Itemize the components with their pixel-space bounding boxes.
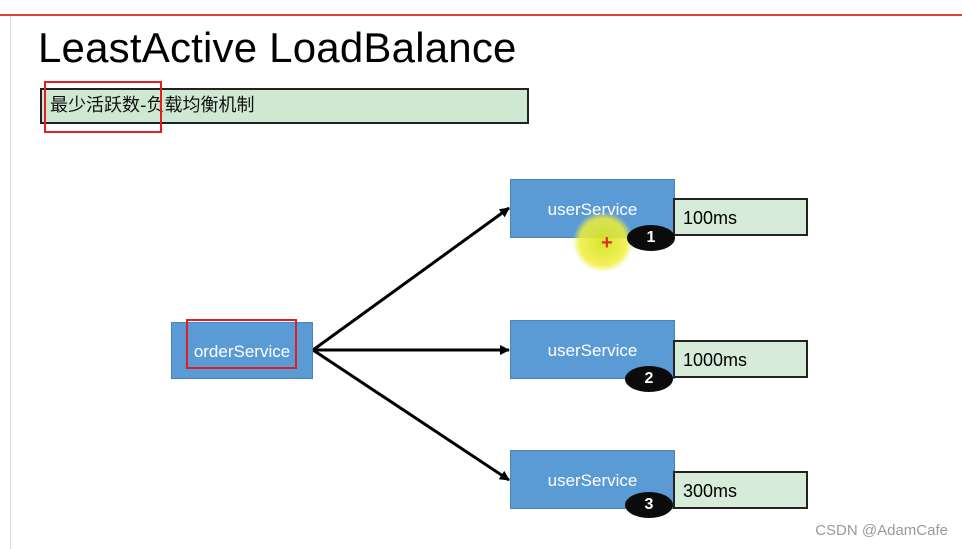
order-service-highlight-box [186,319,297,369]
subtitle-highlight-box [44,81,162,133]
latency-label-2: 1000ms [673,340,808,378]
cursor-crosshair-icon: + [601,232,613,254]
badge-1: 1 [627,225,675,251]
slide-title: LeastActive LoadBalance [38,24,517,71]
arrow-to-service-3 [312,348,510,482]
latency-label-3: 300ms [673,471,808,509]
latency-label-1: 100ms [673,198,808,236]
left-margin-rule [10,16,11,549]
order-service-node: orderService [171,322,313,379]
badge-2: 2 [625,366,673,392]
badge-3: 3 [625,492,673,518]
watermark: CSDN @AdamCafe [815,522,948,539]
slide-subtitle: 最少活跃数-负载均衡机制 [40,88,529,124]
header-rule [0,14,962,16]
arrow-to-service-1 [312,206,510,352]
cursor-highlight [573,212,633,272]
